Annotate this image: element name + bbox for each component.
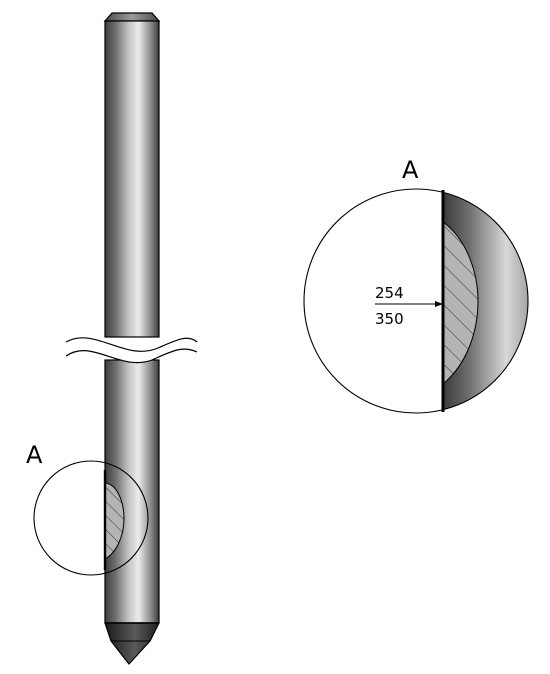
dimension: 254 350 [375,284,443,328]
dimension-upper: 254 [375,284,404,302]
rod-upper-shaft [104,20,160,338]
callout-label: A [26,441,43,469]
detail-view: A 254 350 [303,156,529,414]
dimension-arrow [435,301,443,307]
rod-tip [104,622,160,665]
break-symbol [65,337,198,364]
rod-section [103,470,125,570]
detail-circle [303,188,529,414]
rod [103,12,161,665]
detail-hatched-section [442,221,479,386]
dimension-lower: 350 [375,310,404,328]
rod-top-chamfer [103,12,161,22]
detail-callout-circle [33,460,149,576]
detail-label: A [402,156,419,184]
